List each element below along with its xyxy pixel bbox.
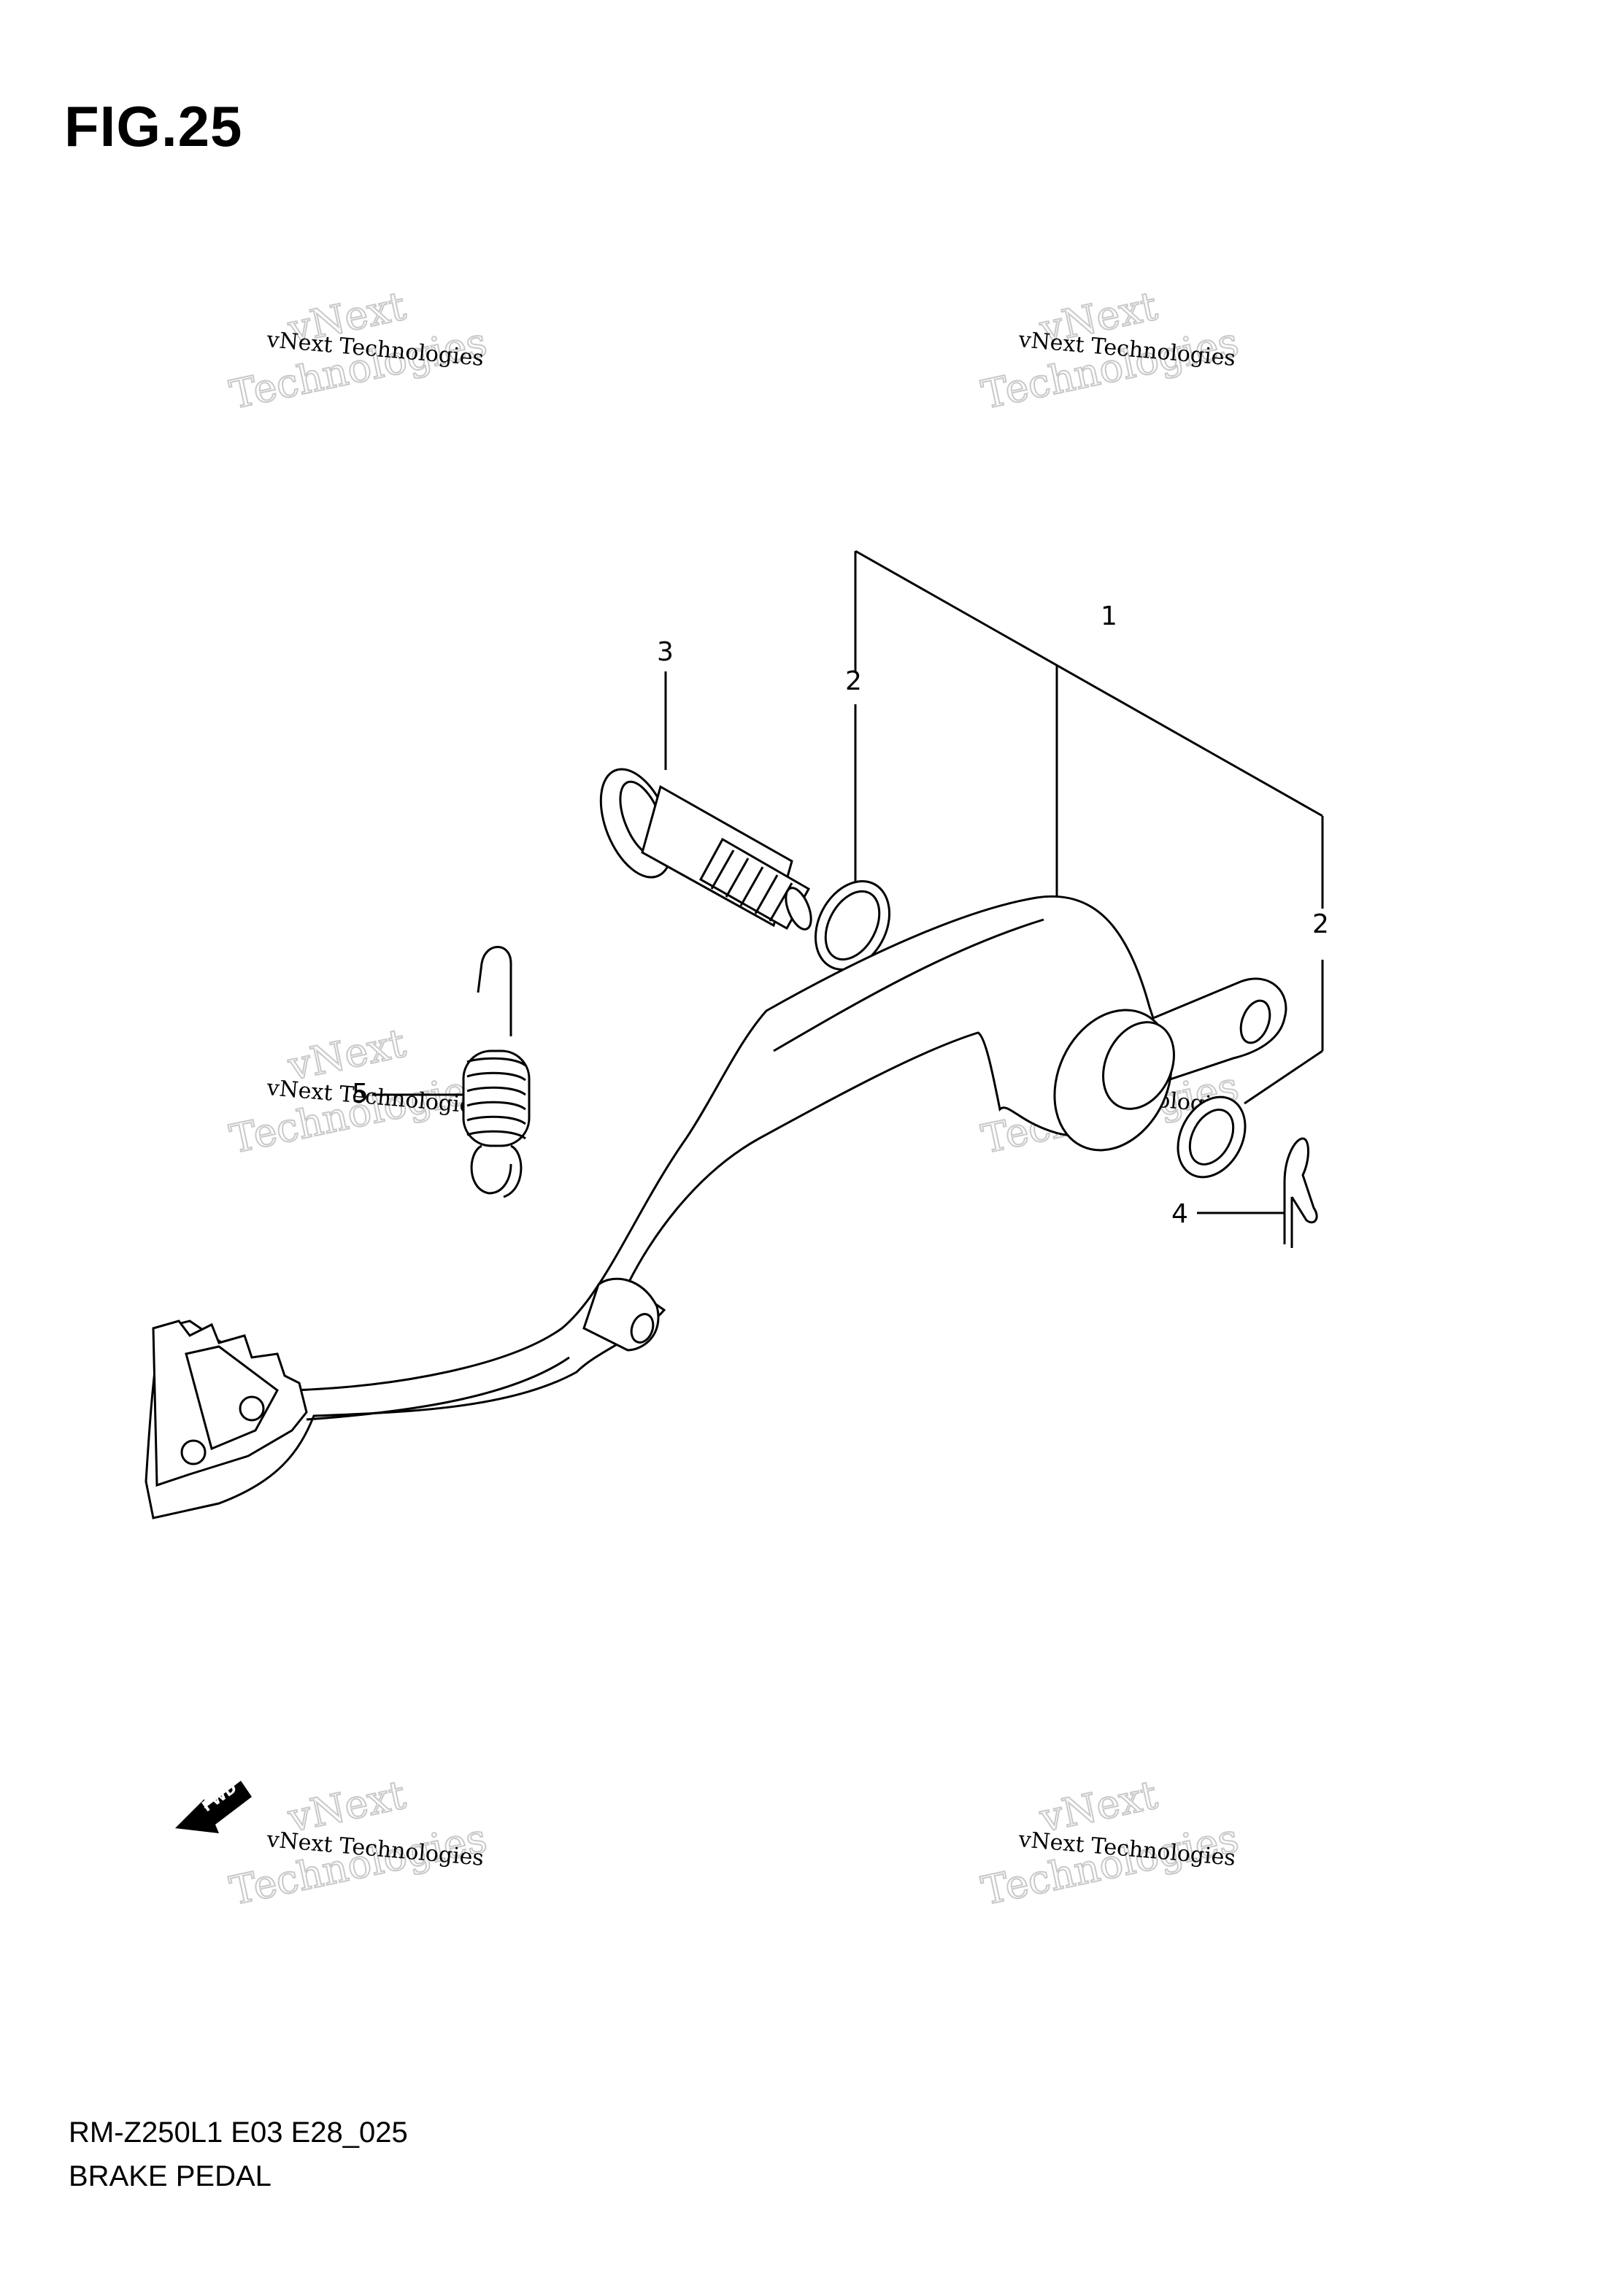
fwd-arrow-icon: FWD [175, 1779, 252, 1833]
return-spring [462, 946, 531, 1198]
part-label-5: 5 [352, 1079, 369, 1109]
pivot-bolt [599, 768, 812, 931]
watermark-bottom-right: vNext Technologies vNext Technologies [977, 1771, 1244, 1914]
figure-title: FIG.25 [64, 94, 243, 158]
watermark-bottom-left: vNext Technologies vNext Technologies [226, 1771, 492, 1914]
watermark-top-right: vNext Technologies vNext Technologies [977, 282, 1244, 418]
part-label-1: 1 [1101, 601, 1117, 631]
leader-lines [372, 550, 1324, 1214]
watermark-top-left: vNext Technologies vNext Technologies [226, 282, 492, 418]
brake-pedal-arm [145, 895, 1287, 1519]
part-label-4: 4 [1171, 1199, 1188, 1229]
washer-upper [814, 880, 891, 971]
part-label-2-upper: 2 [845, 666, 862, 696]
diagram-name: BRAKE PEDAL [69, 2160, 272, 2192]
part-label-3: 3 [657, 637, 674, 667]
washer-lower [1177, 1095, 1247, 1179]
diagram-code: RM-Z250L1 E03 E28_025 [69, 2116, 408, 2149]
cotter-pin [1283, 1137, 1318, 1248]
part-label-2-lower: 2 [1312, 909, 1329, 939]
